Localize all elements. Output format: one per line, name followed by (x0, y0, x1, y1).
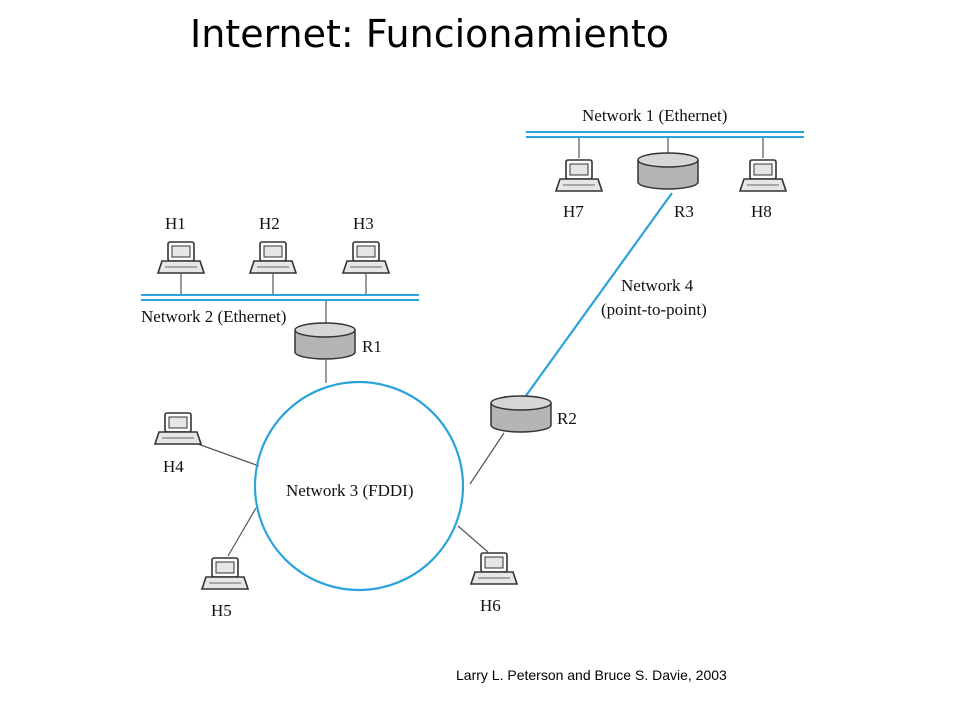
wire-r2-net3 (469, 432, 505, 485)
network-3-fddi: Network 3 (FDDI) (253, 380, 465, 592)
host-h1: H1 (157, 214, 205, 274)
network-1-ethernet: Network 1 (Ethernet) (526, 106, 804, 138)
host-h3-label: H3 (353, 214, 374, 233)
router-r1-label: R1 (362, 337, 382, 356)
wire-h4-net3 (197, 443, 260, 467)
network-2-label: Network 2 (Ethernet) (141, 307, 286, 326)
network-3-label: Network 3 (FDDI) (286, 481, 413, 500)
network-2-ethernet: Network 2 (Ethernet) (141, 294, 419, 326)
host-h4: H4 (154, 412, 202, 476)
host-h7: H7 (555, 159, 603, 221)
host-h6-label: H6 (480, 596, 501, 615)
network-4-label-line1: Network 4 (621, 276, 694, 295)
wire-h6-net3 (457, 525, 489, 553)
host-h5: H5 (201, 557, 249, 620)
router-r3: R3 (637, 152, 699, 221)
network-1-label: Network 1 (Ethernet) (582, 106, 727, 125)
host-h4-label: H4 (163, 457, 184, 476)
citation-credit: Larry L. Peterson and Bruce S. Davie, 20… (456, 667, 727, 683)
wires (180, 136, 764, 557)
host-h2-label: H2 (259, 214, 280, 233)
host-h7-label: H7 (563, 202, 584, 221)
host-h5-label: H5 (211, 601, 232, 620)
host-h6: H6 (470, 552, 518, 615)
host-h3: H3 (342, 214, 390, 274)
host-h2: H2 (249, 214, 297, 274)
router-r1: R1 (294, 322, 382, 360)
router-r2: R2 (490, 395, 577, 433)
host-h8: H8 (739, 159, 787, 221)
router-r2-label: R2 (557, 409, 577, 428)
page-title: Internet: Funcionamiento (190, 12, 669, 56)
wire-h5-net3 (227, 507, 257, 557)
router-r3-label: R3 (674, 202, 694, 221)
network-4-label-line2: (point-to-point) (601, 300, 707, 319)
host-h1-label: H1 (165, 214, 186, 233)
network-4-point-to-point: Network 4 (point-to-point) (519, 192, 707, 405)
host-h8-label: H8 (751, 202, 772, 221)
